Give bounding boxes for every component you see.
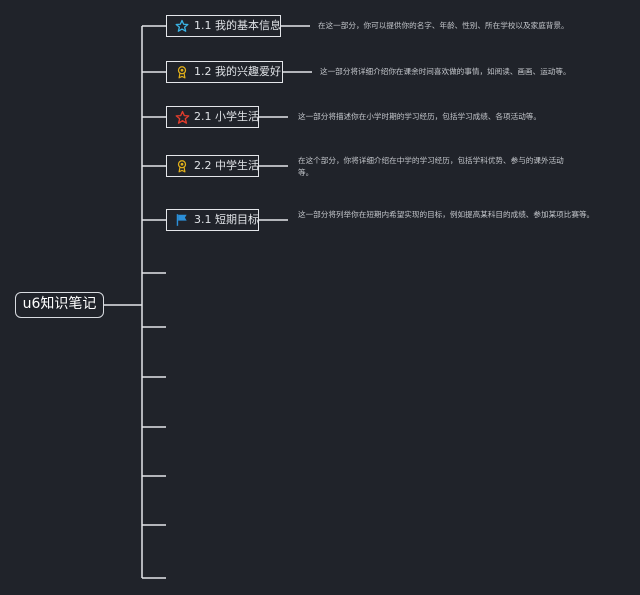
note-primary-school: 这一部分将描述你在小学时期的学习经历，包括学习成绩、各项活动等。 [298,112,541,121]
branch-label: 1.1 我的基本信息 [194,19,281,32]
branch-label: 3.1 短期目标 [194,213,259,226]
award-medal-icon [174,64,190,80]
root-topic-label: u6知识笔记 [22,296,97,312]
note-middle-school: 在这个部分，你将详细介绍在中学的学习经历，包括学科优势、参与的课外活动等。 [298,156,564,177]
star-outline-icon [174,109,190,125]
flag-icon [174,212,190,228]
root-topic[interactable]: u6知识笔记 [15,292,104,318]
branch-basic-info[interactable]: 1.1 我的基本信息 [166,15,281,37]
award-medal-icon [174,158,190,174]
branch-label: 1.2 我的兴趣爱好 [194,65,281,78]
branch-hobbies[interactable]: 1.2 我的兴趣爱好 [166,61,283,83]
branch-primary-school[interactable]: 2.1 小学生活 [166,106,259,128]
branch-label: 2.2 中学生活 [194,159,259,172]
note-short-term-goals: 这一部分将列举你在短期内希望实现的目标，例如提高某科目的成绩、参加某项比赛等。 [298,210,595,219]
note-hobbies: 这一部分将详细介绍你在课余时间喜欢做的事情，如阅读、画画、运动等。 [320,67,571,76]
branch-short-term-goals[interactable]: 3.1 短期目标 [166,209,259,231]
branch-middle-school[interactable]: 2.2 中学生活 [166,155,259,177]
star-outline-icon [174,18,190,34]
branch-label: 2.1 小学生活 [194,110,259,123]
note-basic-info: 在这一部分，你可以提供你的名字、年龄、性别、所在学校以及家庭背景。 [318,21,569,30]
